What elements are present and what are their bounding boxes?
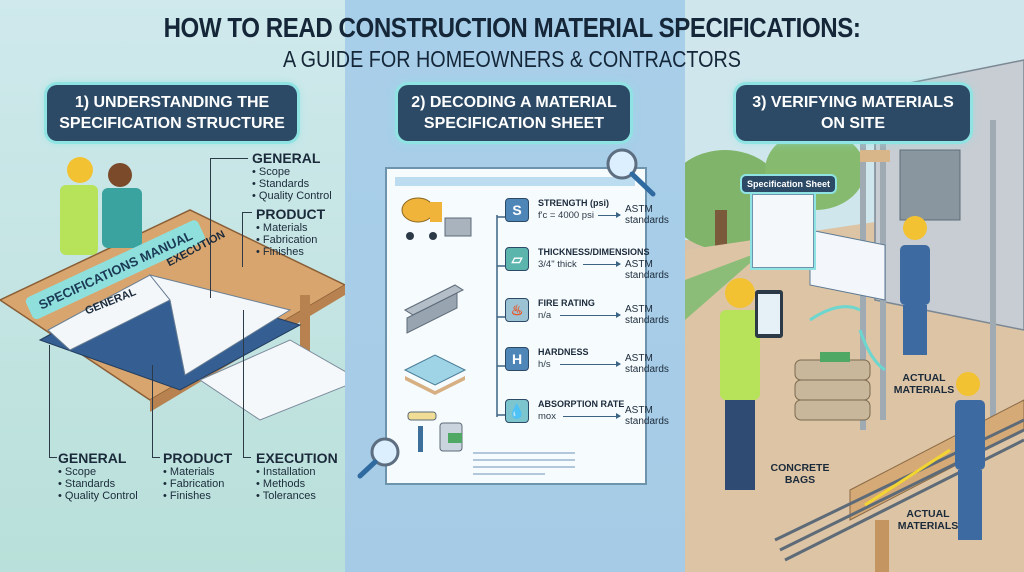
property-value: 3/4" thick [538, 259, 577, 270]
arrow-icon [563, 413, 621, 419]
callout-item: Quality Control [58, 490, 138, 502]
callout-item: Scope [58, 466, 138, 478]
arrow-icon [560, 361, 621, 367]
callout-item: Tolerances [256, 490, 338, 502]
property-value: h/s [538, 359, 551, 370]
title-subtitle: A GUIDE FOR HOMEOWNERS & CONTRACTORS [283, 46, 741, 72]
magnifier-icon [357, 437, 400, 479]
spec-sheet-thumbnail [752, 194, 814, 268]
callout-heading: EXECUTION [256, 450, 338, 466]
section-header-line: 1) UNDERSTANDING THE [74, 94, 270, 111]
callout-heading: PRODUCT [163, 450, 233, 466]
leader-line [49, 345, 50, 457]
title-main: HOW TO READ CONSTRUCTION MATERIAL SPECIF… [163, 12, 861, 43]
steel-beam-icon [403, 284, 465, 334]
leader-line [152, 365, 153, 457]
section-header-line: ON SITE [820, 115, 885, 132]
arrow-icon [583, 261, 621, 267]
specifications-manual-illustration: SPECIFICATIONS MANUAL GENERAL EXECUTION [0, 150, 345, 430]
section-header-line: SPECIFICATION SHEET [423, 115, 605, 132]
concrete-mixer-icon [401, 197, 472, 240]
callout-heading: GENERAL [58, 450, 127, 466]
tiles-icon [403, 354, 467, 395]
leader-line [242, 212, 252, 213]
callout-item: Installation [256, 466, 338, 478]
arrow-icon [560, 312, 621, 318]
hardness-icon: H [505, 347, 529, 371]
callout-item: Finishes [163, 490, 232, 502]
callout-heading: GENERAL [252, 150, 321, 166]
leader-line [210, 158, 248, 159]
callout-item: Scope [252, 166, 332, 178]
callout-item: Fabrication [256, 234, 325, 246]
callout-item: Standards [252, 178, 332, 190]
spec-sheet-graphics [357, 148, 656, 479]
callout-item: Quality Control [252, 190, 332, 202]
property-name: FIRE RATING [538, 298, 595, 308]
leader-line [152, 457, 160, 458]
section-header-verifying: 3) VERIFYING MATERIALS ON SITE [736, 85, 970, 141]
callout-general-top: GENERAL Scope Standards Quality Control [252, 150, 332, 202]
callout-product-bottom: PRODUCT Materials Fabrication Finishes [163, 450, 232, 502]
property-value: n/a [538, 310, 552, 321]
callout-item: Standards [58, 478, 138, 490]
property-name: ABSORPTION RATE [538, 399, 625, 409]
specification-sheet-tag: Specification Sheet [742, 176, 836, 192]
leader-line [243, 310, 244, 457]
section-header-line: 2) DECODING A MATERIAL [411, 94, 617, 111]
label-concrete-bags: CONCRETE BAGS [770, 462, 830, 486]
fire-icon: ♨ [505, 298, 529, 322]
property-name: HARDNESS [538, 347, 589, 357]
label-actual-materials-top: ACTUAL MATERIALS [893, 372, 955, 396]
strength-icon: S [505, 198, 529, 222]
page-title: HOW TO READ CONSTRUCTION MATERIAL SPECIF… [0, 0, 1024, 78]
arrow-icon [598, 212, 621, 218]
paint-roller-icon [407, 411, 463, 452]
property-name: THICKNESS/DIMENSIONS [538, 247, 650, 257]
callout-execution-bottom: EXECUTION Installation Methods Tolerance… [256, 450, 338, 502]
magnifier-icon [606, 148, 656, 197]
callout-product-top: PRODUCT Materials Fabrication Finishes [256, 206, 325, 258]
callout-item: Methods [256, 478, 338, 490]
callout-item: Materials [163, 466, 232, 478]
property-standard: ASTM standards [625, 353, 669, 375]
callout-item: Finishes [256, 246, 325, 258]
ruler-icon: ▱ [505, 247, 529, 271]
sheet-header-band [395, 177, 635, 186]
leader-line [243, 457, 251, 458]
section-header-structure: 1) UNDERSTANDING THE SPECIFICATION STRUC… [47, 85, 297, 141]
section-header-decoding: 2) DECODING A MATERIAL SPECIFICATION SHE… [398, 85, 630, 141]
leader-line [210, 158, 211, 298]
label-actual-materials-bottom: ACTUAL MATERIALS [897, 508, 959, 532]
callout-item: Materials [256, 222, 325, 234]
section-header-line: 3) VERIFYING MATERIALS [752, 94, 954, 111]
property-value: mox [538, 411, 556, 422]
property-name: STRENGTH (psi) [538, 198, 609, 208]
property-standard: ASTM standards [625, 405, 669, 427]
property-standard: ASTM standards [625, 204, 669, 226]
callout-heading: PRODUCT [256, 206, 326, 222]
callout-general-bottom: GENERAL Scope Standards Quality Control [58, 450, 138, 502]
water-drop-icon: 💧 [505, 399, 529, 423]
property-standard: ASTM standards [625, 259, 669, 281]
property-value: f'c = 4000 psi [538, 210, 594, 221]
callout-item: Fabrication [163, 478, 232, 490]
leader-line [242, 212, 243, 267]
leader-line [49, 457, 57, 458]
property-standard: ASTM standards [625, 304, 669, 326]
section-header-line: SPECIFICATION STRUCTURE [59, 115, 285, 132]
